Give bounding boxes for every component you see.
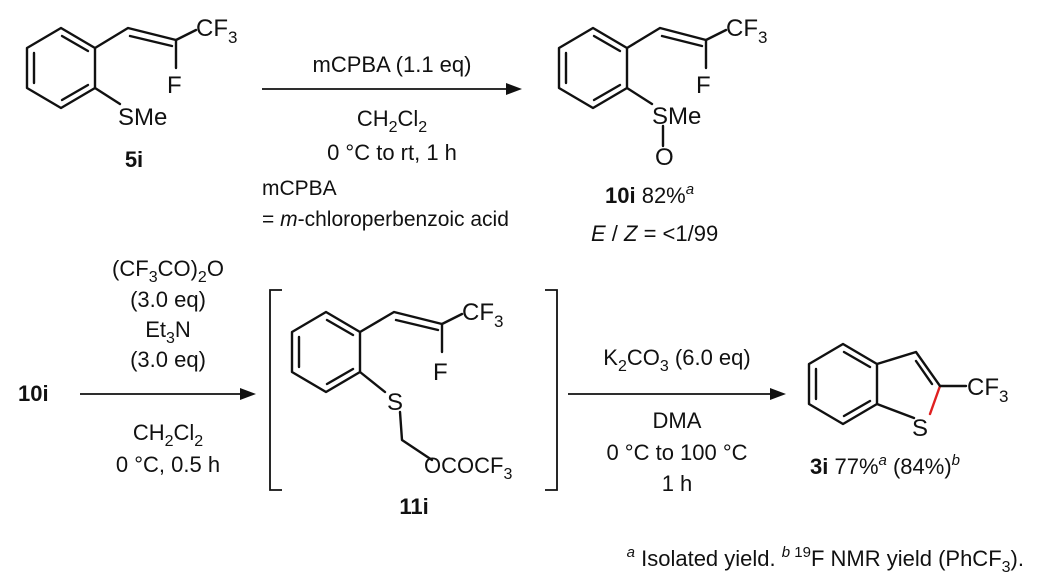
step2-solvent: CH2Cl2 bbox=[133, 420, 203, 450]
oxygen-label: O bbox=[655, 144, 674, 171]
bracket-right bbox=[545, 289, 558, 491]
compound-10i-label: 10i 82%a bbox=[605, 181, 694, 208]
step2-conditions: 0 °C, 0.5 h bbox=[116, 452, 220, 477]
step1-conditions: 0 °C to rt, 1 h bbox=[327, 140, 457, 165]
step2-reagent-eq: (3.0 eq) bbox=[130, 287, 206, 312]
cf3-label: CF3 bbox=[726, 15, 767, 47]
fluorine-label: F bbox=[696, 72, 711, 99]
fluorine-label: F bbox=[433, 359, 448, 386]
fluorine-label: F bbox=[167, 72, 182, 99]
compound-11i-label: 11i bbox=[399, 494, 428, 519]
compound-3i-label: 3i 77%a (84%)b bbox=[810, 452, 960, 479]
sulfur-label: S bbox=[387, 389, 403, 416]
compound-5i-structure: CF3 F SMe bbox=[25, 15, 237, 131]
step2-base: Et3N bbox=[145, 317, 191, 347]
cf3-label: CF3 bbox=[462, 299, 503, 331]
compound-10i-start-label: 10i bbox=[18, 381, 49, 406]
compound-10i-structure: CF3 F SMe O bbox=[557, 15, 767, 171]
cf3-label: CF3 bbox=[196, 15, 237, 47]
step1-note-line2: = m-chloroperbenzoic acid bbox=[262, 208, 509, 231]
footnote: a Isolated yield. b 19F NMR yield (PhCF3… bbox=[627, 544, 1024, 576]
ococf3-label: OCOCF3 bbox=[424, 453, 512, 483]
sme-label: SMe bbox=[652, 103, 701, 130]
compound-3i-structure: S CF3 bbox=[807, 342, 1008, 442]
arrow-head-2 bbox=[240, 388, 256, 400]
cf3-label: CF3 bbox=[967, 374, 1008, 406]
step3-solvent: DMA bbox=[653, 408, 702, 433]
step3-temperature: 0 °C to 100 °C bbox=[606, 440, 747, 465]
step1-note-line1: mCPBA bbox=[262, 177, 337, 200]
bracket-left bbox=[269, 289, 282, 491]
compound-10i-ez-ratio: E / Z = <1/99 bbox=[591, 221, 718, 246]
step2-base-eq: (3.0 eq) bbox=[130, 347, 206, 372]
arrow-head-3 bbox=[770, 388, 786, 400]
compound-11i-structure: CF3 F S OCOCF3 bbox=[290, 299, 512, 483]
arrow-head-1 bbox=[506, 83, 522, 95]
compound-5i-label: 5i bbox=[125, 147, 143, 172]
step2-reagent: (CF3CO)2O bbox=[112, 256, 224, 286]
sulfur-label: S bbox=[912, 415, 928, 442]
sme-label: SMe bbox=[118, 104, 167, 131]
step3-time: 1 h bbox=[662, 471, 693, 496]
step3-reagent: K2CO3 (6.0 eq) bbox=[603, 345, 750, 375]
step1-solvent: CH2Cl2 bbox=[357, 106, 427, 136]
step1-reagent: mCPBA (1.1 eq) bbox=[313, 52, 472, 77]
